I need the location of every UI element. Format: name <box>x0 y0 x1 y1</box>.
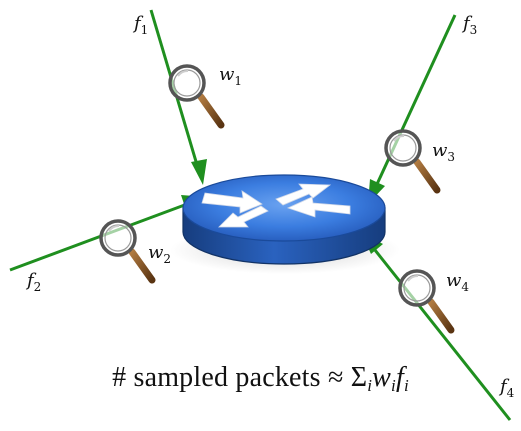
flow-f3-line <box>370 14 457 196</box>
router-arrow-right <box>201 190 263 214</box>
router-arrow-left <box>286 196 351 218</box>
formula-weight-sub: i <box>391 376 396 395</box>
flow-f3 <box>368 14 457 204</box>
magnifier-icon-w3 <box>384 129 441 194</box>
router-arrow-up-right <box>275 183 332 206</box>
flow-f4-line <box>365 239 512 421</box>
weight-label-w2: w2 <box>148 242 171 266</box>
formula-flow-sub: i <box>403 376 409 395</box>
weight-label-w3: w3 <box>432 140 455 164</box>
magnifier-icon-w2 <box>99 219 156 284</box>
router-top <box>182 174 386 242</box>
flow-f1-arrowhead <box>191 159 207 185</box>
weight-label-w1: w1 <box>219 64 242 88</box>
formula-prefix: # sampled packets ≈ Σ <box>112 362 368 393</box>
magnifier-icon-w1 <box>168 64 225 129</box>
flow-label-f1: f1 <box>132 13 148 37</box>
sampled-packets-formula: # sampled packets ≈ Σiwifi <box>0 362 521 396</box>
formula-flow: f <box>395 362 404 393</box>
formula-sum-sub: i <box>367 376 373 395</box>
magnifier-icon-w4 <box>398 269 455 334</box>
weight-label-w4: w4 <box>446 270 469 294</box>
router-icon <box>182 174 386 265</box>
flow-label-f2: f2 <box>25 270 41 294</box>
flow-label-f3: f3 <box>461 13 477 37</box>
formula-weight: w <box>372 362 392 393</box>
router-arrow-down-left <box>218 205 269 228</box>
